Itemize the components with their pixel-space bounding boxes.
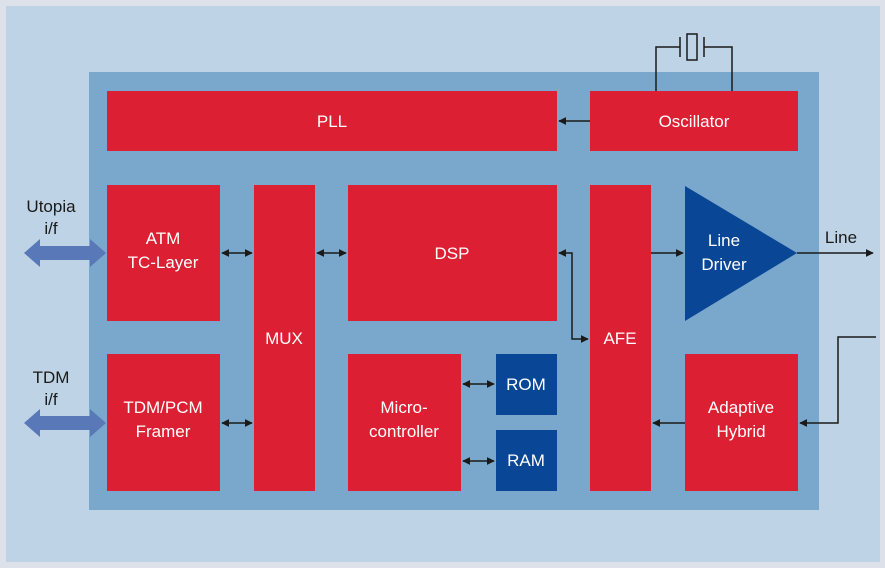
afe-block: AFE [590,185,651,491]
rom-block: ROM [496,354,557,415]
atm-tc-layer-block: ATM TC-Layer [107,185,220,321]
svg-text:controller: controller [369,422,439,441]
utopia-interface-arrow [24,239,106,267]
svg-text:Oscillator: Oscillator [659,112,730,131]
tdm-pcm-framer-block: TDM/PCM Framer [107,354,220,491]
line-driver-block: Line Driver [685,186,797,321]
crystal-icon [655,33,733,92]
tdm-interface-arrow [24,409,106,437]
svg-text:Framer: Framer [136,422,191,441]
svg-text:DSP: DSP [435,244,470,263]
svg-text:Driver: Driver [701,255,747,274]
dsp-block: DSP [348,185,557,321]
svg-text:Line: Line [708,231,740,250]
svg-text:PLL: PLL [317,112,347,131]
microcontroller-block: Micro- controller [348,354,461,491]
svg-text:MUX: MUX [265,329,303,348]
oscillator-block: Oscillator [590,91,798,151]
utopia-if-label: i/f [44,219,58,238]
ram-block: RAM [496,430,557,491]
svg-text:TC-Layer: TC-Layer [128,253,199,272]
svg-text:RAM: RAM [507,451,545,470]
adaptive-hybrid-block: Adaptive Hybrid [685,354,798,491]
svg-text:ROM: ROM [506,375,546,394]
tdm-label: TDM [33,368,70,387]
mux-block: MUX [254,185,315,491]
svg-text:Hybrid: Hybrid [716,422,765,441]
svg-text:Adaptive: Adaptive [708,398,774,417]
svg-text:TDM/PCM: TDM/PCM [123,398,202,417]
dsp-afe-arrow [558,249,589,343]
svg-text:AFE: AFE [603,329,636,348]
utopia-label: Utopia [26,197,76,216]
tdm-if-label: i/f [44,390,58,409]
svg-text:Micro-: Micro- [380,398,427,417]
line-label: Line [825,228,857,247]
pll-block: PLL [107,91,557,151]
svg-text:ATM: ATM [146,229,181,248]
line-to-hybrid-arrow [799,336,876,427]
